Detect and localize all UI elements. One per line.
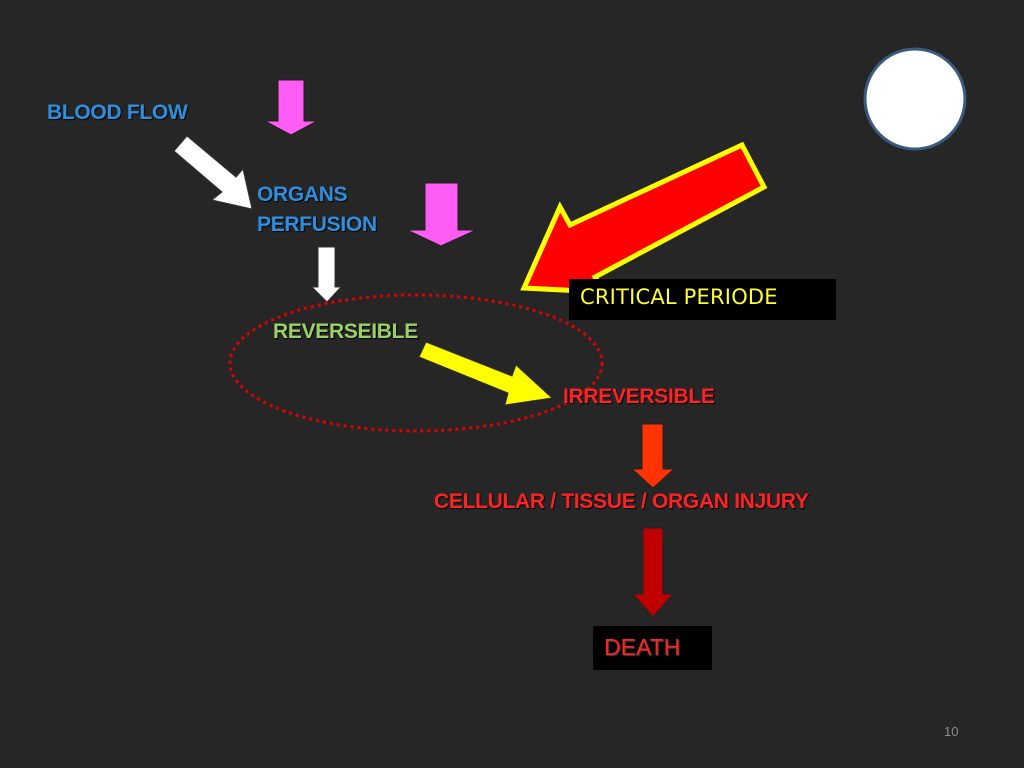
critical-red-arrow (520, 141, 768, 295)
irreversible-label: IRREVERSIBLE (563, 385, 715, 408)
critical-period-box: CRITICAL PERIODE (569, 279, 836, 320)
reversible-zone-ellipse (228, 293, 604, 433)
orange-down-arrow (630, 423, 676, 489)
blood-flow-label: BLOOD FLOW (47, 101, 188, 124)
magenta-down-arrow-2 (406, 182, 477, 247)
critical-period-label: CRITICAL PERIODE (580, 285, 778, 309)
death-box: DEATH (593, 626, 712, 670)
white-diagonal-arrow (173, 135, 253, 210)
yellow-diagonal-arrow (418, 341, 554, 406)
organs-label: ORGANS (257, 183, 348, 206)
white-down-arrow (310, 246, 343, 303)
dark-red-down-arrow (631, 527, 675, 618)
death-label: DEATH (604, 634, 681, 660)
injury-label: CELLULAR / TISSUE / ORGAN INJURY (434, 490, 809, 513)
reversible-label: REVERSEIBLE (273, 320, 418, 343)
page-number: 10 (944, 724, 959, 739)
magenta-down-arrow-1 (264, 79, 318, 136)
circle-shape (863, 47, 967, 151)
perfusion-label: PERFUSION (257, 213, 377, 236)
